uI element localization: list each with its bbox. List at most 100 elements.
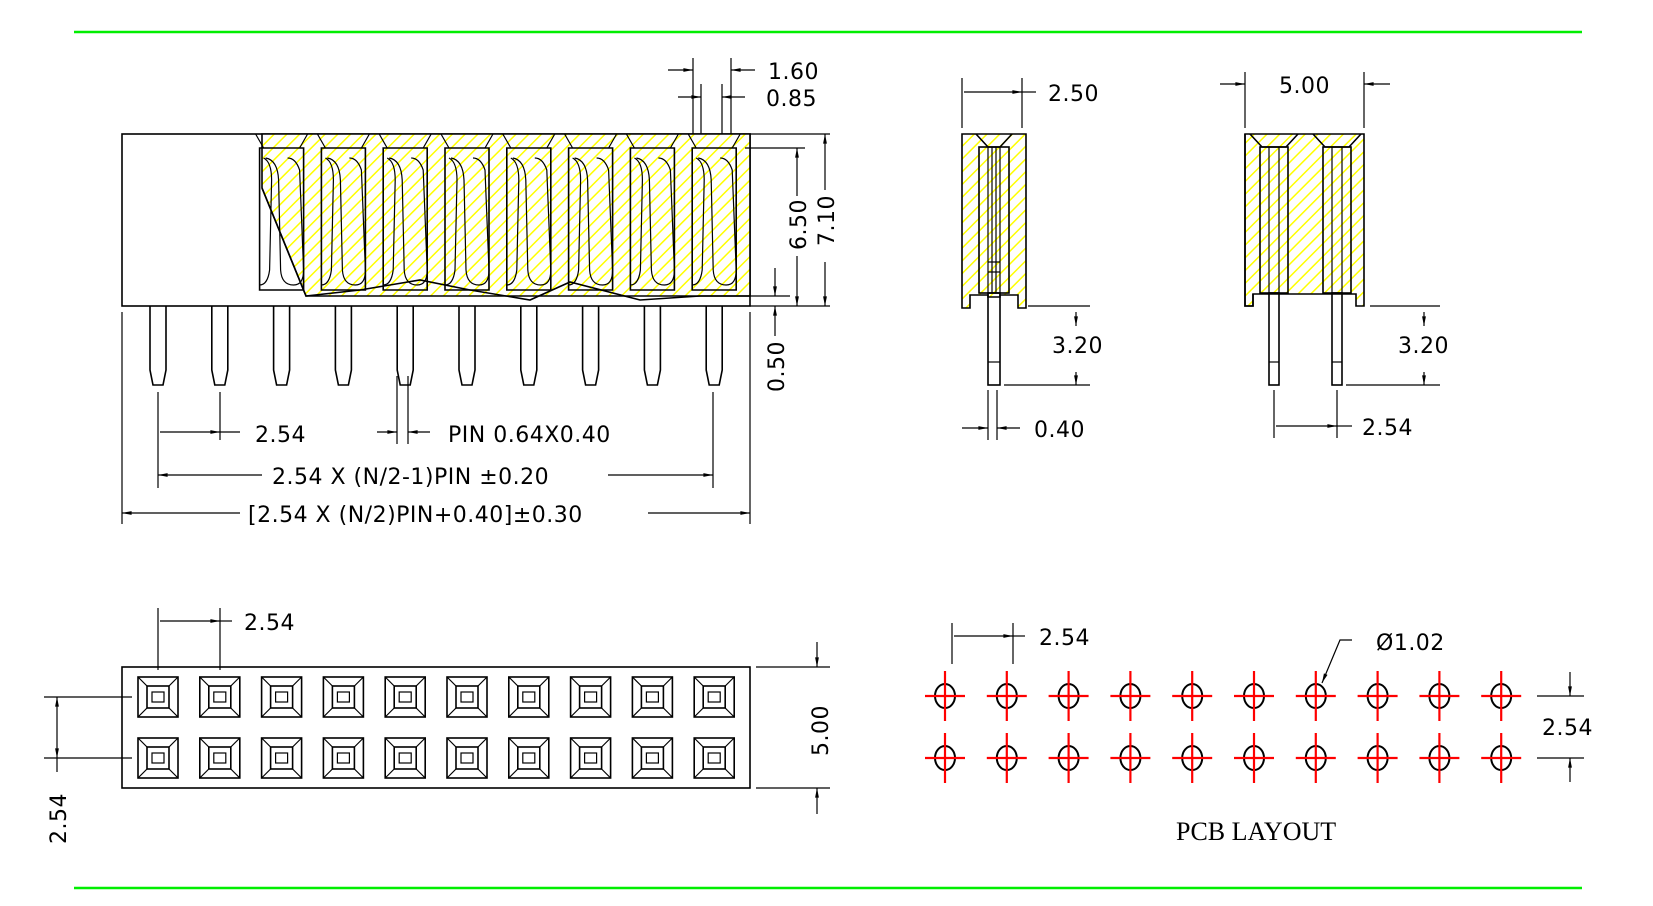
dim-double-pin-length: 3.20: [1398, 334, 1449, 359]
side-view-single-row: 2.50 3.20 0.40: [961, 78, 1103, 443]
socket-cavity: [567, 147, 614, 291]
pin: [272, 306, 291, 386]
socket-inner: [516, 746, 541, 770]
socket-bevel: [508, 737, 550, 779]
socket-inner: [516, 685, 541, 709]
socket-chamfer: [502, 133, 556, 149]
contact-spring: [692, 157, 705, 286]
socket-chamfer: [440, 133, 494, 149]
socket-inner: [640, 746, 665, 770]
dim-pitch: 2.54: [255, 423, 306, 448]
dim-top-width: 5.00: [809, 705, 834, 756]
dim-double-width: 5.00: [1279, 74, 1330, 99]
socket-inner: [269, 685, 294, 709]
contact-spring: [512, 157, 552, 286]
socket-chamfer: [687, 133, 741, 149]
top-view: 2.54 2.54 5.00: [44, 608, 834, 844]
socket-inner: [269, 746, 294, 770]
socket-bevel: [631, 676, 673, 718]
socket-chamfer: [378, 133, 432, 149]
socket-outer: [384, 737, 427, 779]
socket-bevel: [261, 676, 303, 718]
socket-bevel: [137, 676, 179, 718]
socket-inner: [331, 746, 356, 770]
socket-contact: [583, 691, 598, 703]
socket-cavity: [320, 147, 367, 291]
socket-outer: [693, 676, 736, 718]
contact-spring: [574, 157, 614, 286]
socket-chamfer: [255, 133, 309, 149]
contact-spring: [327, 157, 367, 286]
pin: [149, 306, 167, 386]
contact-spring: [321, 157, 335, 286]
socket-outer: [260, 737, 303, 779]
socket-outer: [322, 737, 365, 779]
pin: [520, 306, 538, 386]
contact-spring: [444, 157, 458, 286]
pcb-layout: 2.54 Ø1.02 2.54 PCB LAYOUT: [925, 623, 1592, 846]
socket-bevel: [384, 676, 426, 718]
front-dimensions: 1.60 0.85 6.50 7.10 0.50 2.54: [121, 58, 840, 528]
socket-bevel: [384, 737, 426, 779]
pin: [581, 306, 600, 386]
socket-inner: [702, 746, 727, 770]
socket-bevel: [693, 737, 735, 779]
dim-single-pin-length: 3.20: [1052, 334, 1103, 359]
socket-inner: [208, 685, 232, 709]
socket-outer: [446, 737, 488, 779]
socket-cavity: [382, 147, 428, 291]
socket-outer: [507, 676, 550, 718]
front-pins: [149, 306, 723, 386]
contact-spring: [698, 157, 737, 286]
socket-outer: [199, 737, 241, 779]
socket-inner: [702, 685, 727, 709]
dim-single-pin-thickness: 0.40: [1034, 418, 1085, 443]
contact-spring: [450, 157, 490, 286]
dim-top-pitch: 2.54: [244, 611, 295, 636]
socket-outer: [507, 737, 550, 779]
socket-cavity: [444, 147, 490, 291]
socket-contact: [336, 752, 350, 764]
socket-inner: [208, 746, 232, 770]
socket-cavity: [629, 147, 676, 291]
break-line: [261, 187, 750, 301]
socket-contact: [522, 752, 536, 764]
socket-outer: [137, 676, 179, 718]
socket-inner: [146, 685, 170, 709]
socket-bevel: [199, 737, 241, 779]
socket-contact: [151, 691, 165, 703]
socket-chamfer: [316, 133, 370, 149]
socket-inner: [578, 746, 603, 770]
contact-spring: [259, 157, 273, 286]
socket-contact: [151, 752, 165, 764]
socket-inner: [640, 685, 665, 709]
socket-bevel: [508, 676, 550, 718]
dim-standoff: 0.50: [765, 341, 790, 392]
socket-bevel: [322, 737, 364, 779]
socket-outer: [199, 676, 241, 718]
socket-inner: [393, 746, 418, 770]
socket-outer: [137, 737, 179, 779]
socket-contact: [460, 691, 474, 703]
front-view: 1.60 0.85 6.50 7.10 0.50 2.54: [121, 58, 840, 528]
socket-contact: [707, 691, 721, 703]
pin: [1331, 292, 1343, 386]
socket-outer: [446, 676, 488, 718]
socket-inner: [146, 746, 170, 770]
socket-outer: [384, 676, 427, 718]
front-cutaway-section: [255, 133, 751, 301]
socket-inner: [393, 685, 418, 709]
contact-spring: [389, 157, 428, 286]
contact-spring: [265, 157, 305, 286]
socket-outer: [569, 676, 612, 718]
socket-outer: [569, 737, 612, 779]
socket-inner: [455, 746, 479, 770]
socket-bevel: [261, 737, 303, 779]
pin: [643, 306, 662, 386]
socket-bevel: [446, 737, 488, 779]
socket-outer: [693, 737, 736, 779]
socket-contact: [275, 691, 289, 703]
socket-contact: [398, 691, 412, 703]
dim-pcb-hole-diameter: Ø1.02: [1376, 631, 1445, 656]
